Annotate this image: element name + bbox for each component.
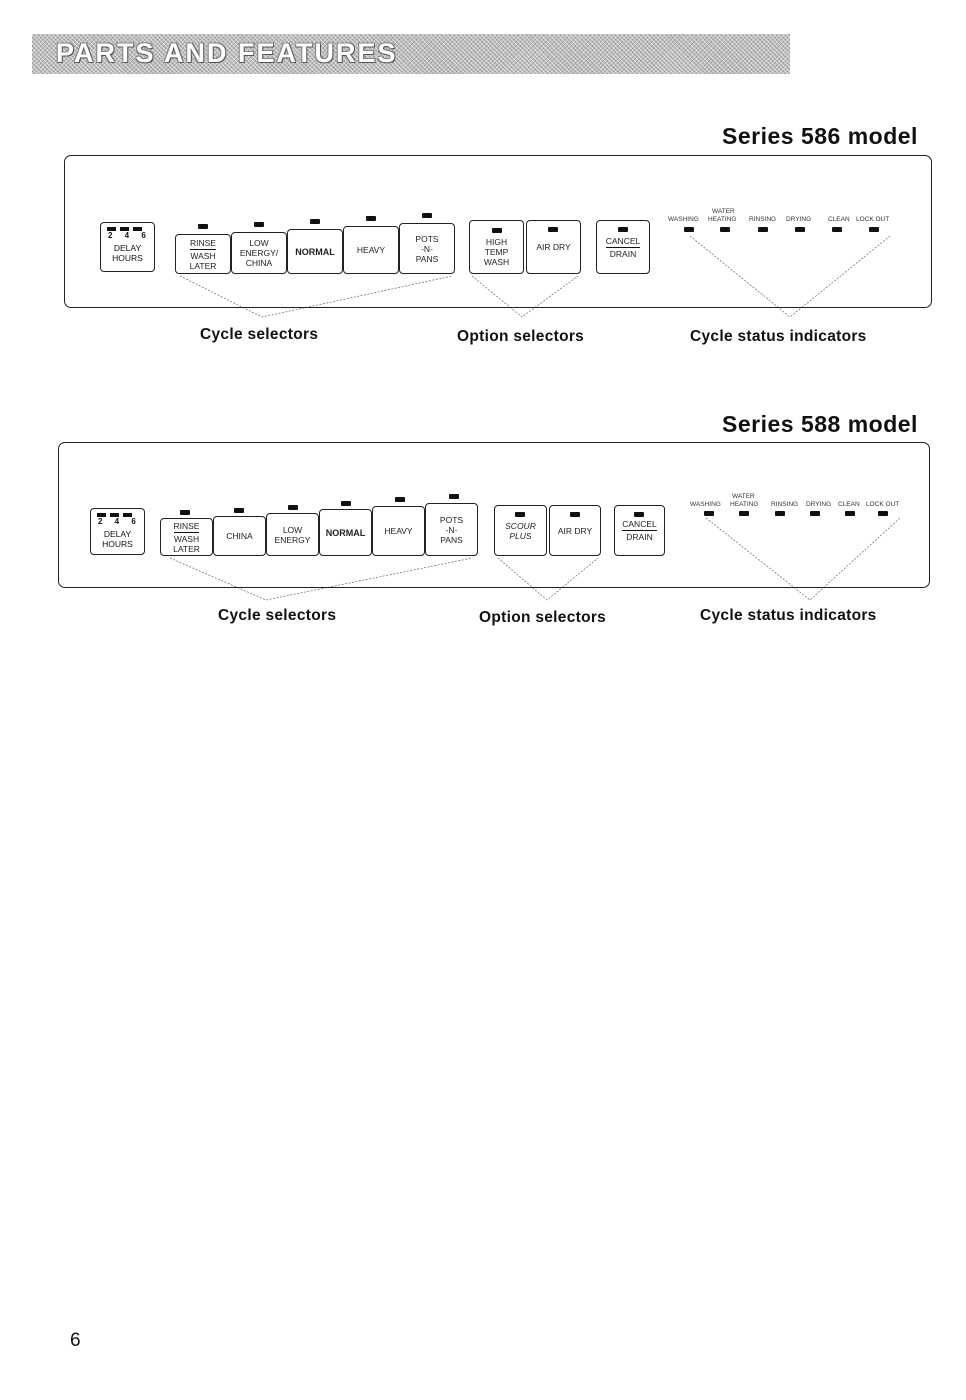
led-indicator <box>254 222 264 227</box>
led-indicator <box>180 510 190 515</box>
lockout-status-led <box>869 227 879 232</box>
normal-button[interactable]: NORMAL <box>319 509 372 556</box>
rinse-wash-later-button[interactable]: RINSE WASH LATER <box>175 234 231 274</box>
delay-leds <box>107 227 142 231</box>
rinsing-status-led <box>775 511 785 516</box>
clean-status-led <box>845 511 855 516</box>
delay-hours-button-588[interactable]: 2 4 6 DELAY HOURS <box>90 508 145 555</box>
delay-hour-numbers: 2 4 6 <box>108 231 151 240</box>
lockout-status-led <box>878 511 888 516</box>
led-indicator <box>449 494 459 499</box>
scour-plus-button[interactable]: SCOUR PLUS <box>494 505 547 556</box>
control-panel-586 <box>64 155 932 308</box>
delay-hours-button-586[interactable]: 2 4 6 DELAY HOURS <box>100 222 155 272</box>
clean-status-led <box>832 227 842 232</box>
cycle-selectors-caption: Cycle selectors <box>200 326 319 343</box>
low-energy-china-button[interactable]: LOW ENERGY/ CHINA <box>231 232 287 274</box>
cancel-drain-button[interactable]: CANCEL DRAIN <box>614 505 665 556</box>
led-indicator <box>548 227 558 232</box>
cycle-selectors-caption: Cycle selectors <box>218 607 337 624</box>
washing-status-led <box>704 511 714 516</box>
washing-status-led <box>684 227 694 232</box>
page-number: 6 <box>70 1330 81 1351</box>
led-indicator <box>491 227 502 233</box>
cycle-status-indicators-caption: Cycle status indicators <box>690 328 867 345</box>
rinsing-status-led <box>758 227 768 232</box>
heavy-button[interactable]: HEAVY <box>372 506 425 556</box>
delay-label: DELAY HOURS <box>102 529 133 549</box>
led-indicator <box>288 505 298 510</box>
led-indicator <box>570 512 580 517</box>
series-588-title: Series 588 model <box>722 411 918 437</box>
heavy-button[interactable]: HEAVY <box>343 226 399 274</box>
air-dry-button[interactable]: AIR DRY <box>526 220 581 274</box>
drying-status-led <box>810 511 820 516</box>
option-selectors-caption: Option selectors <box>479 609 607 626</box>
cancel-drain-button[interactable]: CANCEL DRAIN <box>596 220 650 274</box>
delay-label: DELAY HOURS <box>112 243 143 263</box>
led-indicator <box>310 219 320 224</box>
high-temp-wash-button[interactable]: HIGH TEMP WASH <box>469 220 524 274</box>
status-labels-586: WATER WASHING HEATING RINSING DRYING CLE… <box>668 208 890 223</box>
low-energy-button[interactable]: LOW ENERGY <box>266 513 319 556</box>
section-header-banner: PARTS AND FEATURES <box>32 34 790 74</box>
china-button[interactable]: CHINA <box>213 516 266 556</box>
delay-leds <box>97 513 132 517</box>
led-indicator <box>341 501 351 506</box>
control-panel-588 <box>58 442 930 588</box>
led-indicator <box>234 508 244 513</box>
drying-status-led <box>795 227 805 232</box>
led-indicator <box>515 512 525 517</box>
pots-n-pans-button[interactable]: POTS -N- PANS <box>425 503 478 556</box>
led-indicator <box>198 224 208 229</box>
option-selectors-caption: Option selectors <box>457 328 585 345</box>
normal-button[interactable]: NORMAL <box>287 229 343 274</box>
pots-n-pans-button[interactable]: POTS -N- PANS <box>399 223 455 274</box>
led-indicator <box>422 213 432 218</box>
led-indicator <box>618 227 628 232</box>
led-indicator <box>366 216 376 221</box>
led-indicator <box>634 512 644 517</box>
heating-status-led <box>720 227 730 232</box>
status-labels-588: WATER WASHING HEATING RINSING DRYING CLE… <box>690 493 900 508</box>
delay-hour-numbers: 2 4 6 <box>98 517 141 526</box>
heating-status-led <box>739 511 749 516</box>
section-title: PARTS AND FEATURES <box>56 38 398 68</box>
rinse-wash-later-button[interactable]: RINSE WASH LATER <box>160 518 213 556</box>
cycle-status-indicators-caption: Cycle status indicators <box>700 607 877 624</box>
series-586-title: Series 586 model <box>722 123 918 149</box>
air-dry-button[interactable]: AIR DRY <box>549 505 601 556</box>
led-indicator <box>395 497 405 502</box>
